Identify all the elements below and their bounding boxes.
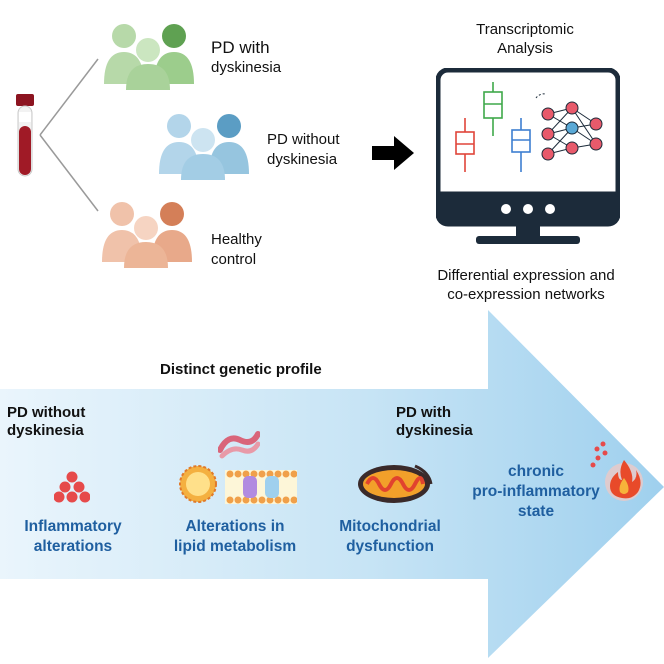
people-group-icon-control [102, 202, 192, 268]
analysis-caption-line: co-expression networks [447, 286, 605, 303]
group-label-line: control [211, 251, 257, 268]
item-label-line: alterations [33, 538, 113, 555]
people-group-icon-pd-without [159, 114, 249, 180]
inflammatory-label: Inflammatory alterations [0, 517, 146, 557]
stage-label-line: PD without [7, 404, 86, 421]
mitochondrion-icon [358, 464, 433, 503]
item-label-line: state [517, 503, 555, 520]
stage-end-label: PD with dyskinesia [396, 404, 473, 440]
section-title: Distinct genetic profile [160, 361, 322, 378]
stage-label-line: dyskinesia [7, 422, 84, 439]
item-label-line: dysfunction [346, 538, 434, 555]
lipid-fiber-icon [218, 431, 260, 459]
network-icon [535, 93, 603, 161]
item-label-line: pro-inflammatory [472, 483, 600, 500]
inflammatory-cells-icon [54, 471, 90, 503]
analysis-caption-line: Differential expression and [437, 267, 615, 284]
item-label-line: Mitochondrial [339, 518, 441, 535]
group-label-line: dyskinesia [211, 59, 282, 76]
analysis-title-line: Analysis [497, 40, 553, 57]
chronic-label: chronic pro-inflammatory state [456, 462, 616, 522]
analysis-title-line: Transcriptomic [476, 21, 574, 38]
group-label-pd-without: PD without dyskinesia [267, 130, 340, 170]
group-label-line: dyskinesia [267, 151, 338, 168]
stage-label-line: dyskinesia [396, 422, 473, 439]
membrane-icon [225, 470, 297, 504]
group-label-pd-with: PD with dyskinesia [211, 38, 281, 78]
group-label-line: PD without [267, 131, 340, 148]
group-label-line: Healthy [211, 231, 262, 248]
item-label-line: Inflammatory [24, 518, 122, 535]
boxplot-icon [455, 82, 531, 172]
analysis-caption: Differential expression and co-expressio… [414, 266, 638, 304]
monitor-icon [436, 68, 620, 244]
people-group-icon-pd-with [104, 24, 194, 90]
blood-tube-icon [16, 94, 34, 177]
right-arrow-icon [372, 136, 414, 170]
stage-label-line: PD with [396, 404, 451, 421]
lipid-droplet-icon [179, 465, 217, 503]
item-label-line: Alterations in [185, 518, 285, 535]
branch-lines [39, 58, 99, 212]
fire-icon [605, 460, 643, 501]
group-label-control: Healthy control [211, 230, 262, 270]
item-label-line: lipid metabolism [173, 538, 297, 555]
group-label-line: PD with [211, 38, 270, 57]
analysis-title: Transcriptomic Analysis [440, 20, 610, 58]
item-label-line: chronic [508, 463, 564, 480]
stage-start-label: PD without dyskinesia [7, 404, 85, 440]
red-dots-icon [590, 441, 608, 468]
mito-label: Mitochondrial dysfunction [322, 517, 458, 557]
lipid-label: Alterations in lipid metabolism [160, 517, 310, 557]
